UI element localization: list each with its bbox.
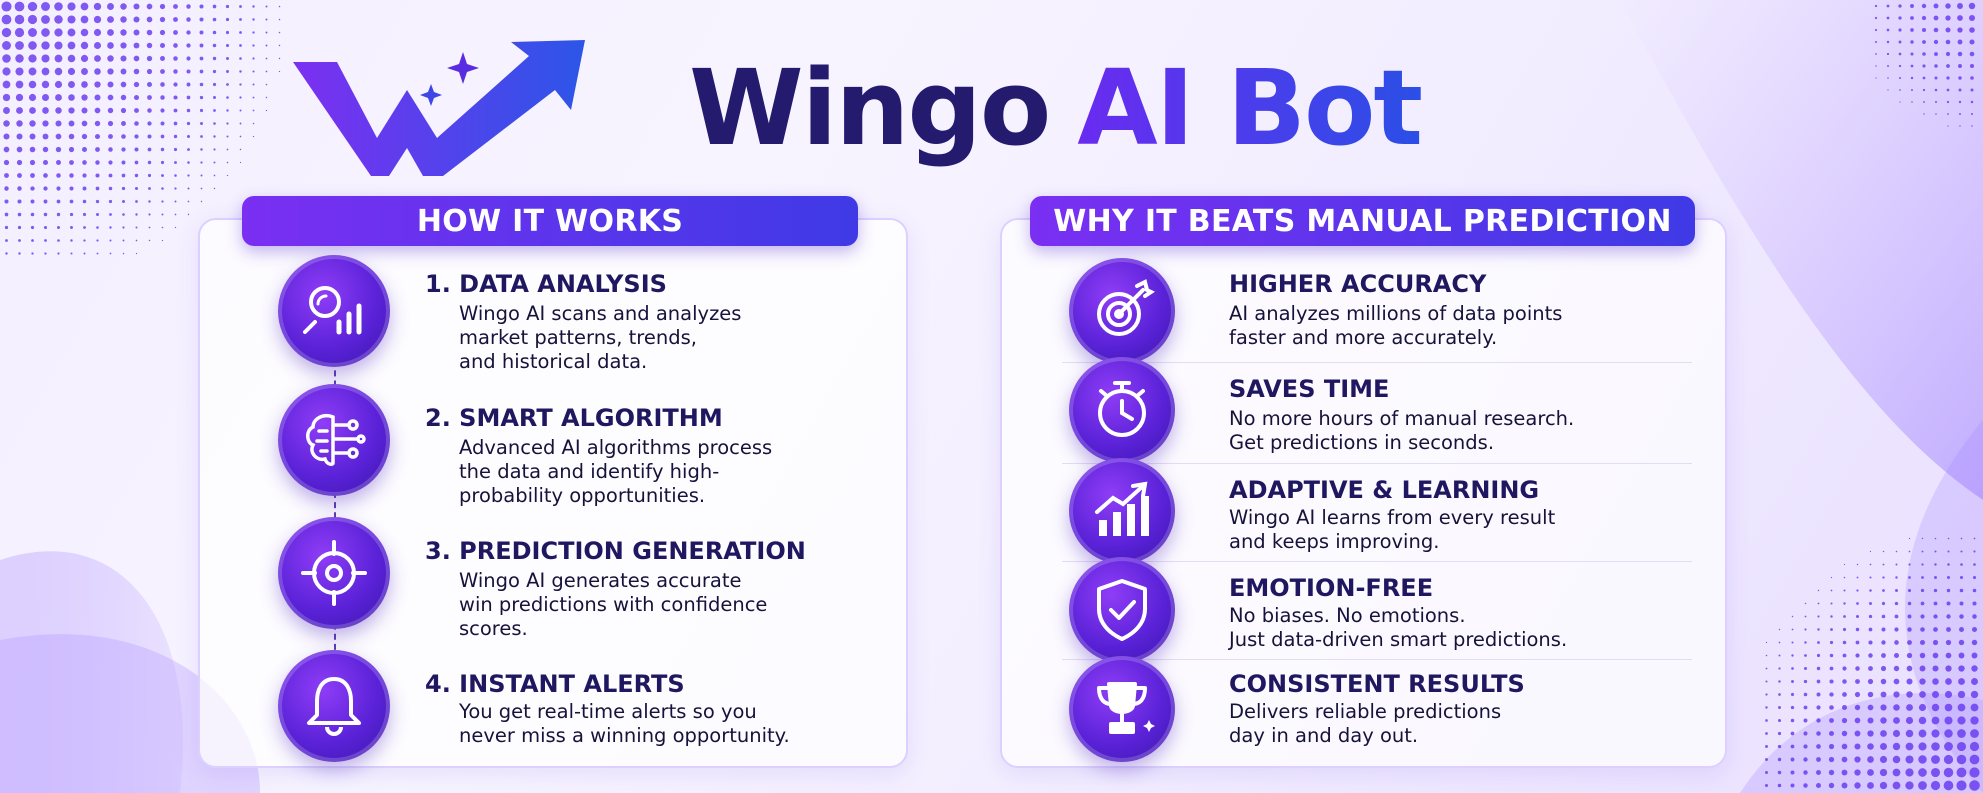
step-4-description: You get real-time alerts so you never mi… (459, 700, 859, 748)
step-4-icon-badge (278, 650, 390, 762)
feature-1-description: AI analyzes millions of data points fast… (1229, 302, 1649, 350)
feature-1-line-1: AI analyzes millions of data points (1229, 302, 1563, 325)
growth-chart-icon (1095, 481, 1149, 536)
feature-4-description: No biases. No emotions. Just data-driven… (1229, 604, 1649, 652)
step-1-description: Wingo AI scans and analyzes market patte… (459, 302, 859, 374)
feature-3-icon-badge (1069, 458, 1175, 564)
step-2-title: 2. SMART ALGORITHM (425, 404, 723, 432)
divider-2 (1062, 463, 1692, 464)
magnifier-chart-icon (303, 286, 362, 335)
target-icon (1097, 279, 1155, 336)
dot-pattern-top-right (1874, 2, 1976, 127)
step-2-line-1: Advanced AI algorithms process (459, 436, 773, 459)
brand-name: Wingo (689, 47, 1051, 169)
feature-1-line-2: faster and more accurately. (1229, 326, 1498, 349)
step-1-line-2: market patterns, trends, (459, 326, 697, 349)
step-1-line-3: and historical data. (459, 350, 648, 373)
brand-name-accent: AI Bot (1077, 47, 1423, 169)
feature-1-title: HIGHER ACCURACY (1229, 270, 1487, 298)
step-connector-line (334, 340, 336, 660)
step-2-description: Advanced AI algorithms process the data … (459, 436, 859, 508)
feature-2-line-2: Get predictions in seconds. (1229, 431, 1495, 454)
feature-5-line-1: Delivers reliable predictions (1229, 700, 1502, 723)
bell-icon (307, 677, 361, 736)
how-it-works-heading: HOW IT WORKS (242, 196, 858, 246)
feature-2-description: No more hours of manual research. Get pr… (1229, 407, 1649, 455)
step-3-description: Wingo AI generates accurate win predicti… (459, 569, 859, 641)
crosshair-icon (301, 540, 367, 606)
feature-1-icon-badge (1069, 258, 1175, 364)
step-1-icon-badge (278, 255, 390, 367)
step-2-icon-badge (278, 384, 390, 496)
step-3-line-2: win predictions with confidence (459, 593, 768, 616)
feature-4-icon-badge (1069, 557, 1175, 663)
stopwatch-icon (1098, 381, 1146, 437)
divider-3 (1062, 561, 1692, 562)
feature-4-line-1: No biases. No emotions. (1229, 604, 1466, 627)
step-1-line-1: Wingo AI scans and analyzes (459, 302, 742, 325)
feature-3-line-1: Wingo AI learns from every result (1229, 506, 1556, 529)
feature-5-title: CONSISTENT RESULTS (1229, 670, 1525, 698)
step-4-title: 4. INSTANT ALERTS (425, 670, 685, 698)
divider-4 (1062, 659, 1692, 660)
feature-5-icon-badge (1069, 656, 1175, 762)
step-3-line-3: scores. (459, 617, 528, 640)
step-3-title: 3. PREDICTION GENERATION (425, 537, 806, 565)
step-2-line-2: the data and identify high- (459, 460, 720, 483)
feature-5-line-2: day in and day out. (1229, 724, 1419, 747)
step-2-line-3: probability opportunities. (459, 484, 706, 507)
feature-4-title: EMOTION-FREE (1229, 574, 1434, 602)
brain-circuit-icon (306, 414, 366, 466)
step-4-line-1: You get real-time alerts so you (459, 700, 757, 723)
feature-3-line-2: and keeps improving. (1229, 530, 1440, 553)
step-3-line-1: Wingo AI generates accurate (459, 569, 742, 592)
wingo-logo-icon (293, 40, 585, 176)
step-4-line-2: never miss a winning opportunity. (459, 724, 790, 747)
step-3-icon-badge (278, 517, 390, 629)
trophy-icon (1097, 682, 1155, 734)
feature-3-description: Wingo AI learns from every result and ke… (1229, 506, 1649, 554)
shield-check-icon (1097, 579, 1147, 641)
feature-2-title: SAVES TIME (1229, 375, 1390, 403)
divider-1 (1062, 362, 1692, 363)
dot-pattern-bottom-right (1764, 537, 1980, 791)
feature-4-line-2: Just data-driven smart predictions. (1229, 628, 1568, 651)
why-it-beats-heading: WHY IT BEATS MANUAL PREDICTION (1030, 196, 1695, 246)
feature-2-line-1: No more hours of manual research. (1229, 407, 1575, 430)
step-1-title: 1. DATA ANALYSIS (425, 270, 667, 298)
feature-5-description: Delivers reliable predictions day in and… (1229, 700, 1649, 748)
feature-3-title: ADAPTIVE & LEARNING (1229, 476, 1540, 504)
feature-2-icon-badge (1069, 357, 1175, 463)
